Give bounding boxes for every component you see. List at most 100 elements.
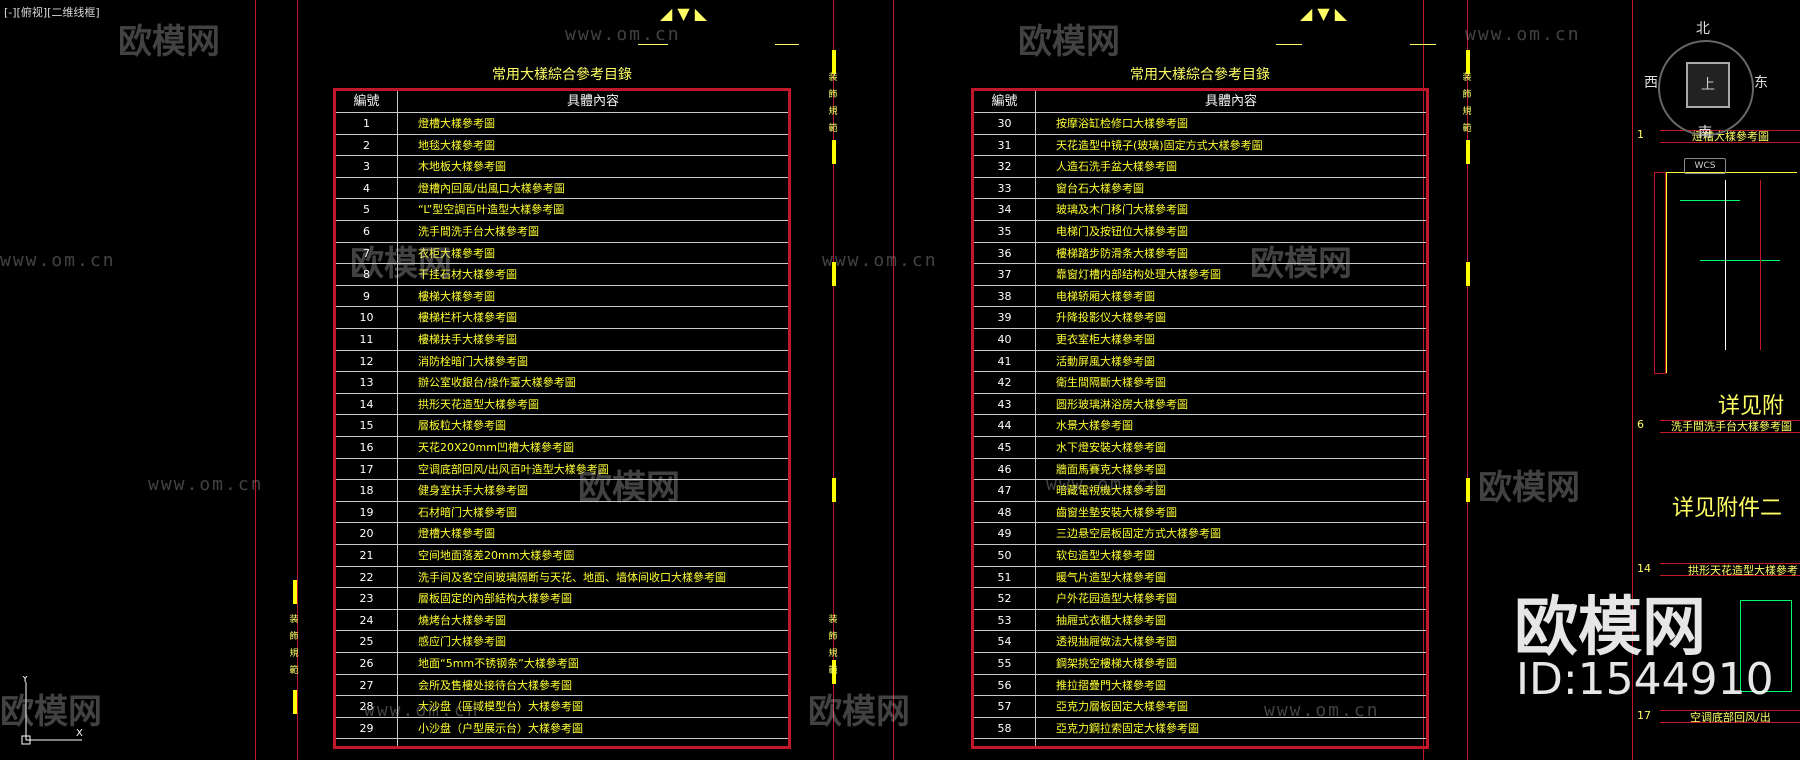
sheet-title-left: 常用大樣綜合參考目錄 xyxy=(492,67,632,83)
compass-south[interactable]: 南 xyxy=(1698,125,1712,141)
table-header: 編號 具體內容 xyxy=(974,91,1426,113)
row-description: “L”型空調百叶造型大樣參考圖 xyxy=(418,203,565,217)
header-desc: 具體內容 xyxy=(566,94,619,109)
row-number: 50 xyxy=(997,549,1012,562)
row-description: 層板粒大樣參考圖 xyxy=(418,419,506,433)
row-number: 31 xyxy=(997,138,1012,152)
row-number: 9 xyxy=(363,289,370,303)
row-description: 水下燈安裝大樣參考圖 xyxy=(1056,441,1166,454)
row-number: 10 xyxy=(359,311,374,325)
dim-line xyxy=(1276,44,1302,45)
tick-mark xyxy=(293,580,297,604)
compass-west[interactable]: 西 xyxy=(1644,75,1658,91)
see-attachment-note: 详见附件二 xyxy=(1672,496,1783,521)
wcs-menu-button[interactable]: WCS xyxy=(1684,158,1726,174)
dim-line xyxy=(638,44,668,45)
tick-mark xyxy=(1466,262,1470,286)
table-row: 50 软包造型大樣參考圖 xyxy=(974,545,1426,567)
row-description: 靠窗灯槽内部结构处理大樣參考圖 xyxy=(1056,268,1221,282)
header-no: 編號 xyxy=(353,94,380,109)
row-description: 樓梯栏杆大樣參考圖 xyxy=(418,311,517,325)
sheet-title-right: 常用大樣綜合參考目錄 xyxy=(1130,67,1270,83)
column-divider xyxy=(397,91,398,746)
row-number: 36 xyxy=(997,246,1012,260)
compass-east[interactable]: 东 xyxy=(1754,75,1768,91)
row-description: 石材暗门大樣參考圖 xyxy=(418,505,517,519)
row-number: 15 xyxy=(359,419,374,433)
ref-no: 1 xyxy=(1637,128,1644,141)
frame-line xyxy=(1467,0,1468,760)
row-description: 软包造型大樣參考圖 xyxy=(1056,549,1155,562)
row-description: 升降投影仪大樣參考圖 xyxy=(1056,311,1166,325)
row-number: 51 xyxy=(997,570,1012,584)
row-number: 1 xyxy=(363,117,370,130)
row-number: 53 xyxy=(997,613,1012,627)
row-number: 29 xyxy=(359,721,374,735)
watermark-url: www.om.cn xyxy=(148,474,264,495)
frame-line xyxy=(833,0,834,760)
compass-north[interactable]: 北 xyxy=(1696,21,1710,37)
row-description: 空调底部回风/出风百叶造型大樣參考圖 xyxy=(418,462,609,476)
row-description: 樓梯扶手大樣參考圖 xyxy=(418,333,517,346)
dim-line xyxy=(1410,44,1436,45)
row-number: 5 xyxy=(363,203,370,217)
row-description: 电梯门及按钮位大樣參考圖 xyxy=(1056,225,1188,238)
row-number: 28 xyxy=(359,700,374,714)
row-description: 健身室扶手大樣參考圖 xyxy=(418,484,528,498)
row-description: 牆面馬賽克大樣參考圖 xyxy=(1056,462,1166,476)
ref-no: 6 xyxy=(1637,418,1644,431)
viewcube[interactable]: 上 北 西 东 南 xyxy=(1644,21,1768,141)
row-description: 更衣室柜大樣參考圖 xyxy=(1056,333,1155,346)
viewport-label[interactable]: [-][俯视][二维线框] xyxy=(4,6,100,19)
row-number: 27 xyxy=(359,678,374,692)
row-number: 16 xyxy=(359,441,374,454)
row-description: 燈槽內回風/出風口大樣參考圖 xyxy=(418,181,565,195)
watermark-brand: 欧模网 xyxy=(1478,468,1580,508)
watermark-brand: 欧模网 xyxy=(1018,22,1120,62)
table-row: 51 暖气片造型大樣參考圖 xyxy=(974,567,1426,589)
row-description: 地毯大樣參考圖 xyxy=(418,138,495,152)
row-number: 12 xyxy=(359,354,374,368)
tick-mark xyxy=(832,478,836,502)
row-description: 燈槽大樣參考圖 xyxy=(418,117,495,130)
row-description: 鋼架挑空樓梯大樣參考圖 xyxy=(1056,657,1177,670)
row-description: 三边悬空层板固定方式大樣參考圖 xyxy=(1056,527,1221,541)
row-number: 34 xyxy=(997,203,1012,217)
row-description: 会所及售樓处接待台大樣參考圖 xyxy=(418,678,572,692)
row-number: 41 xyxy=(997,354,1012,368)
row-description: 齒窗坐墊安裝大樣參考圖 xyxy=(1056,505,1177,519)
row-description: 拱形天花造型大樣參考圖 xyxy=(418,397,539,411)
row-number: 23 xyxy=(359,592,374,606)
tick-mark xyxy=(832,660,836,684)
row-number: 32 xyxy=(997,160,1012,174)
watermark-url: www.om.cn xyxy=(0,250,116,271)
row-number: 42 xyxy=(997,376,1012,390)
row-number: 22 xyxy=(359,570,374,584)
row-description: 暖气片造型大樣參考圖 xyxy=(1056,570,1166,584)
row-number: 58 xyxy=(997,721,1012,735)
row-number: 24 xyxy=(359,613,374,627)
row-number: 39 xyxy=(997,311,1012,325)
frame-line xyxy=(297,0,298,760)
row-description: 活動屏風大樣參考圖 xyxy=(1056,354,1155,368)
row-number: 38 xyxy=(997,289,1012,303)
row-description: 消防栓暗门大樣參考圖 xyxy=(418,354,528,368)
